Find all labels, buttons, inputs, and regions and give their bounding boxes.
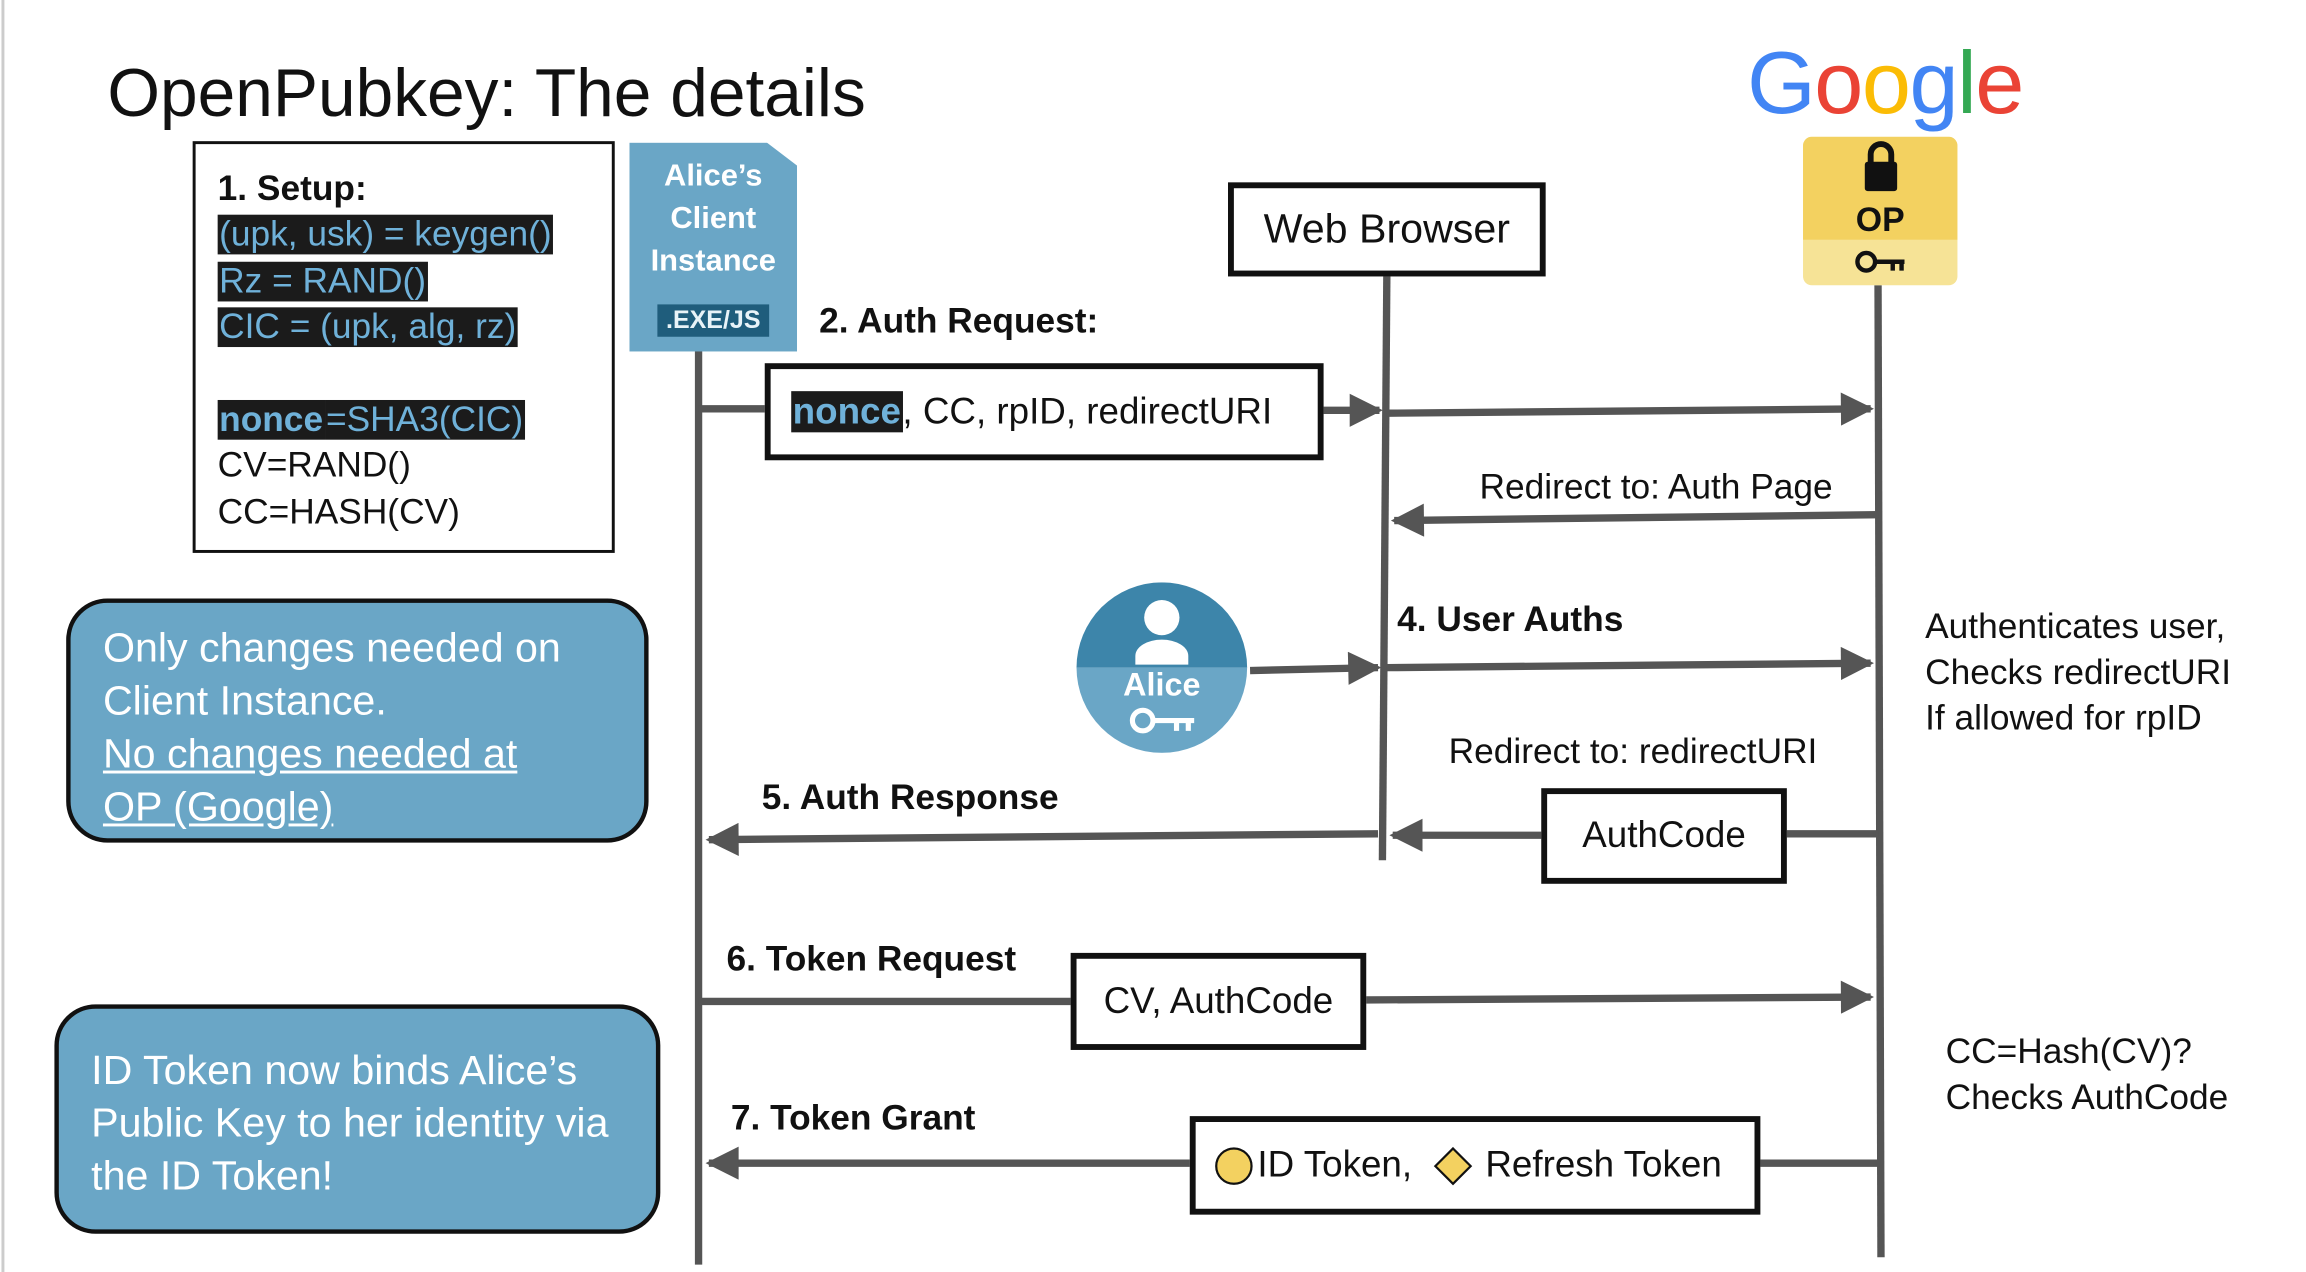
token-request-label: 6. Token Request bbox=[726, 939, 1017, 980]
op-changes-text-2: OP (Google) bbox=[102, 783, 334, 830]
client-instance-label: Alice’s Client Instance bbox=[650, 158, 776, 278]
browser-lifeline bbox=[1378, 276, 1391, 861]
op-token-note: CC=Hash(CV)? Checks AuthCode bbox=[1946, 1029, 2229, 1120]
setup-nonce-value: =SHA3(CIC) bbox=[324, 399, 525, 440]
auth-request-arrow-3 bbox=[1386, 392, 1874, 426]
token-request-arrow-2 bbox=[1364, 980, 1874, 1014]
key-icon bbox=[1855, 250, 1905, 273]
redirect-uri-label: Redirect to: redirectURI bbox=[1448, 732, 1818, 773]
setup-cv: CV=RAND() bbox=[217, 445, 411, 486]
client-changes-text: Only changes needed on Client Instance. bbox=[102, 624, 561, 724]
auth-request-box: nonce, CC, rpID, redirectURI bbox=[764, 363, 1324, 461]
authcode-box: AuthCode bbox=[1541, 788, 1787, 884]
op-box: OP bbox=[1803, 136, 1958, 286]
alice-avatar: Alice bbox=[1074, 582, 1250, 753]
client-instance: Alice’s Client Instance .EXE/JS bbox=[629, 142, 798, 352]
user-auths-label: 4. User Auths bbox=[1397, 599, 1624, 640]
redirect-auth-page-label: Redirect to: Auth Page bbox=[1479, 467, 1833, 508]
page-title: OpenPubkey: The details bbox=[107, 54, 866, 131]
setup-heading: 1. Setup: bbox=[217, 169, 367, 209]
client-badge: .EXE/JS bbox=[657, 304, 770, 337]
auth-response-label: 5. Auth Response bbox=[761, 777, 1059, 818]
token-grant-box: ID Token, Refresh Token bbox=[1189, 1116, 1761, 1215]
refresh-token-icon bbox=[1433, 1146, 1473, 1186]
id-token-callout: ID Token now binds Alice’s Public Key to… bbox=[54, 1004, 661, 1234]
setup-cic: CIC = (upk, alg, rz) bbox=[217, 307, 518, 348]
auth-request-params: , CC, rpID, redirectURI bbox=[902, 391, 1273, 433]
setup-cc: CC=HASH(CV) bbox=[217, 492, 460, 533]
setup-rz: Rz = RAND() bbox=[217, 261, 428, 302]
op-token-note-line: Checks AuthCode bbox=[1945, 1077, 2229, 1118]
lock-icon bbox=[1864, 141, 1898, 192]
web-browser-box: Web Browser bbox=[1228, 182, 1546, 277]
google-logo: Google bbox=[1747, 33, 2024, 133]
auth-request-label: 2. Auth Request: bbox=[819, 301, 1099, 342]
id-token-callout-text: ID Token now binds Alice’s Public Key to… bbox=[91, 1047, 609, 1199]
op-label: OP bbox=[1855, 199, 1905, 239]
refresh-token-label: Refresh Token bbox=[1485, 1144, 1722, 1186]
op-lifeline bbox=[1874, 285, 1885, 1258]
op-auth-note-line: If allowed for rpID bbox=[1925, 698, 2202, 739]
client-changes-callout: Only changes needed on Client Instance. … bbox=[66, 598, 649, 843]
user-auths-arrow-1 bbox=[1249, 651, 1382, 685]
token-grant-label: 7. Token Grant bbox=[730, 1098, 976, 1139]
user-icon bbox=[1076, 582, 1248, 753]
token-icons bbox=[1215, 1146, 1473, 1186]
op-auth-note-line: Checks redirectURI bbox=[1925, 652, 2232, 693]
token-request-box: CV, AuthCode bbox=[1070, 952, 1367, 1050]
op-token-note-line: CC=Hash(CV)? bbox=[1945, 1032, 2192, 1073]
alice-label: Alice bbox=[1123, 666, 1201, 703]
id-token-label: ID Token, bbox=[1257, 1144, 1413, 1186]
setup-nonce-key: nonce bbox=[217, 399, 325, 440]
redirect-auth-arrow bbox=[1390, 503, 1879, 537]
op-auth-note-line: Authenticates user, bbox=[1925, 607, 2226, 648]
id-token-icon bbox=[1215, 1147, 1253, 1185]
setup-keygen: (upk, usk) = keygen() bbox=[217, 214, 554, 255]
auth-request-nonce: nonce bbox=[791, 391, 903, 433]
setup-box: 1. Setup: (upk, usk) = keygen() Rz = RAN… bbox=[192, 141, 615, 553]
user-auths-arrow-2 bbox=[1386, 646, 1874, 681]
auth-response-arrow bbox=[705, 822, 1379, 856]
op-auth-note: Authenticates user, Checks redirectURI I… bbox=[1925, 604, 2231, 741]
op-changes-text-1: No changes needed at bbox=[102, 730, 518, 777]
